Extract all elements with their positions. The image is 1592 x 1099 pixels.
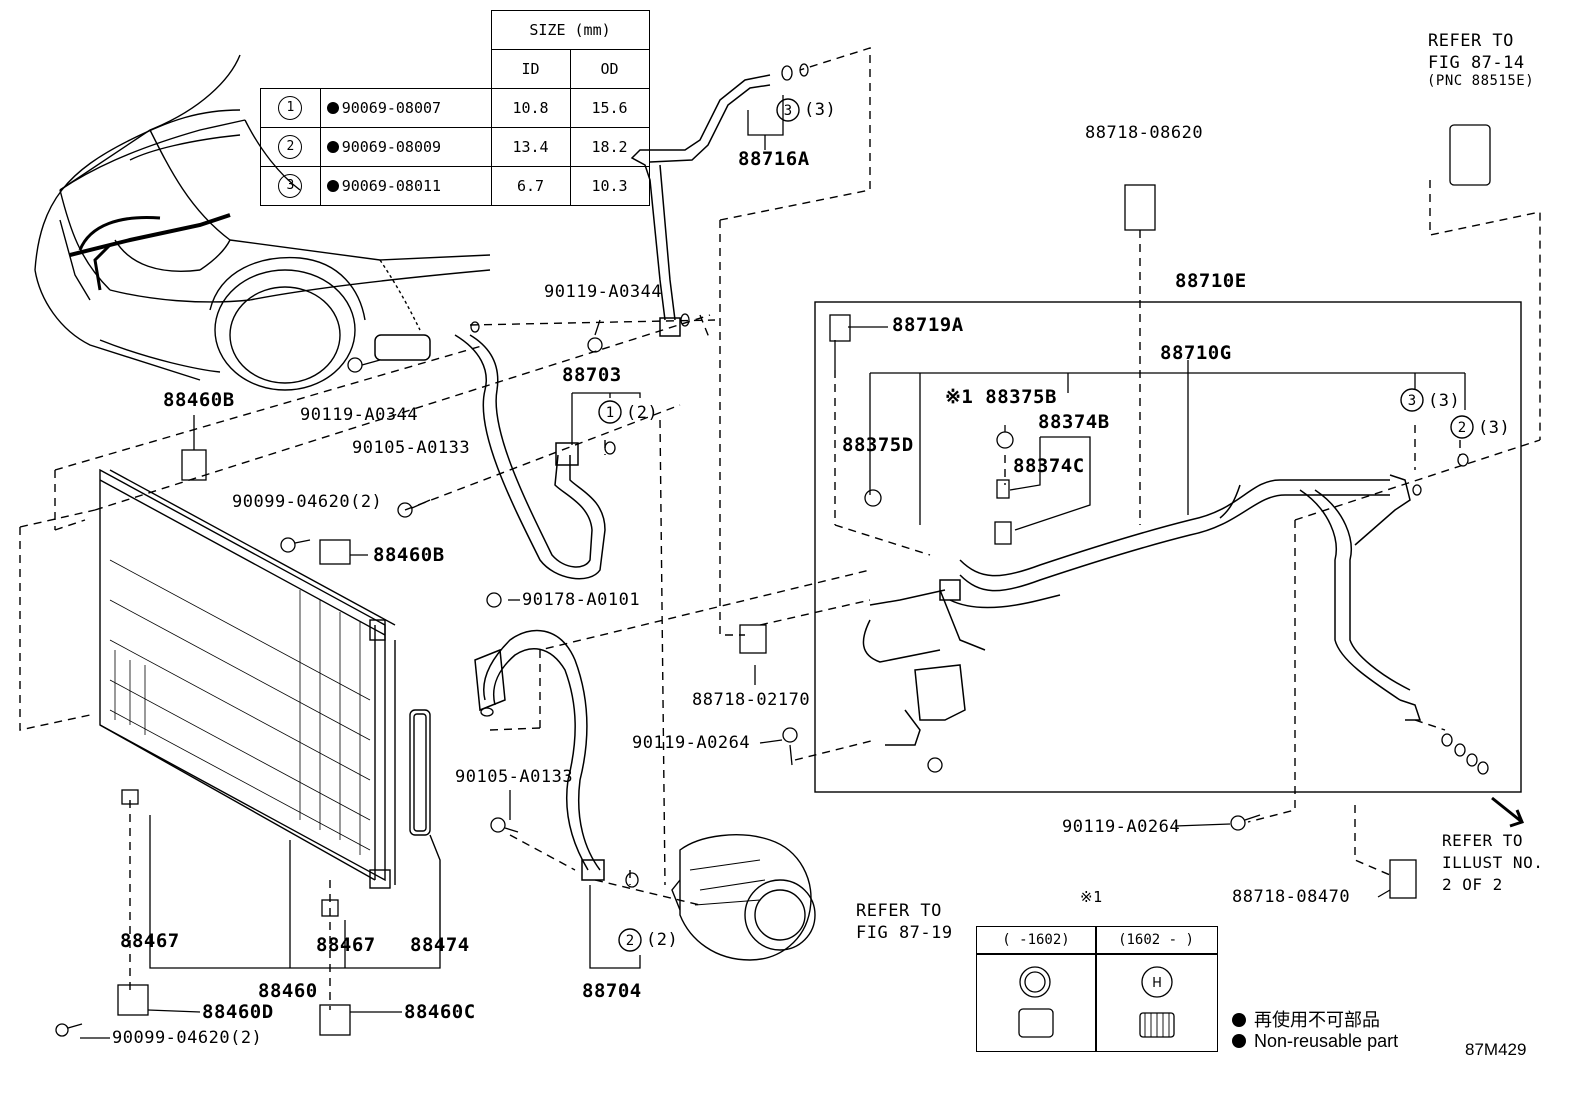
label-88474[interactable]: 88474 [410,934,470,956]
label-88710G[interactable]: 88710G [1160,342,1232,364]
label-refer-fig-87-19[interactable]: REFER TO FIG 87-19 [856,901,953,943]
svg-text:1: 1 [606,405,614,421]
label-88719A[interactable]: 88719A [892,314,964,336]
svg-text:3: 3 [1408,393,1416,409]
legend-jp-text: 再使用不可部品 [1254,1010,1380,1030]
label-88703[interactable]: 88703 [562,364,622,386]
label-88467-right[interactable]: 88467 [316,934,376,956]
gasket-size-table: SIZE (mm) ID OD 1 90069-08007 10.8 15.6 … [260,10,650,206]
label-88718-08620[interactable]: 88718-08620 [1085,123,1204,143]
label-90105-A0133-bottom[interactable]: 90105-A0133 [455,767,574,787]
col-od-header: OD [569,49,650,89]
label-88460[interactable]: 88460 [258,980,318,1002]
size-row: 3 90069-08011 6.7 10.3 [260,166,650,206]
non-reusable-dot-icon [326,141,339,153]
inner-diameter: 10.8 [490,88,571,128]
label-88460B-mid[interactable]: 88460B [373,544,445,566]
label-88716A[interactable]: 88716A [738,148,810,170]
inner-diameter: 6.7 [490,166,571,206]
note-mark: ※1 [1080,888,1103,906]
inner-diameter: 13.4 [490,127,571,167]
row-number: 1 [278,96,303,120]
assembly-box-88710E [814,301,1522,793]
label-refer-illust-2[interactable]: REFER TO ILLUST NO. 2 OF 2 [1442,831,1544,894]
label-88375D[interactable]: 88375D [842,434,914,456]
fittings [55,63,1491,1037]
label-88704[interactable]: 88704 [582,980,642,1002]
compressor [671,834,816,961]
non-reusable-dot-icon [1232,1034,1246,1048]
label-ring2-qty: (2) [646,930,679,950]
vehicle-outline [34,54,491,391]
date-variant-box: ( -1602) (1602 - ) H [976,926,1218,1052]
label-90099-04620-bottom[interactable]: 90099-04620(2) [112,1028,263,1048]
variant-left-header: ( -1602) [1002,932,1070,948]
label-88718-02170[interactable]: 88718-02170 [692,690,811,710]
label-90105-A0133-top[interactable]: 90105-A0133 [352,438,471,458]
solid-leaders [80,95,1466,1039]
svg-text:3: 3 [784,103,792,119]
pipe-88703 [374,334,606,580]
cap-body-old-icon [1018,1008,1054,1038]
label-ring1-qty: (2) [626,403,659,423]
label-88374B[interactable]: 88374B [1038,411,1110,433]
arrow-to-illust [1491,796,1525,828]
size-row: 2 90069-08009 13.4 18.2 [260,127,650,167]
non-reusable-dot-icon [326,102,339,114]
svg-text:2: 2 [1458,420,1466,436]
label-88375B[interactable]: ※1 88375B [945,386,1057,408]
non-reusable-dot-icon [326,180,339,192]
variant-right-header: (1602 - ) [1118,932,1194,948]
figure-code: 87M429 [1465,1040,1527,1059]
condenser [99,468,396,889]
col-id-header: ID [490,49,571,89]
label-88460D[interactable]: 88460D [202,1001,274,1023]
part-number: 90069-08011 [341,177,442,195]
svg-text:H: H [1152,976,1162,991]
label-90119-A0264-mid[interactable]: 90119-A0264 [632,733,751,753]
label-90099-04620-top[interactable]: 90099-04620(2) [232,492,383,512]
label-ring3-right-qty: (3) [1428,391,1461,411]
size-row: 1 90069-08007 10.8 15.6 [260,88,650,128]
variant-parts-icons: H [1018,966,1175,1038]
pipe-88710G [862,474,1422,746]
non-reusable-dot-icon [1232,1013,1246,1027]
label-90119-A0344-top[interactable]: 90119-A0344 [544,282,663,302]
legend-en: Non-reusable part [1232,1031,1398,1052]
label-88710E[interactable]: 88710E [1175,270,1247,292]
label-ring3-qty: (3) [804,100,837,120]
circle-callouts [598,98,1474,952]
valve-cap-new-icon [1141,966,1173,998]
side-seal-88474 [409,709,441,945]
label-ring2-right-qty: (3) [1478,418,1511,438]
label-88467-left[interactable]: 88467 [120,930,180,952]
svg-text:2: 2 [626,933,634,949]
legend-jp: 再使用不可部品 [1232,1006,1380,1032]
outer-diameter: 18.2 [569,127,650,167]
pipe-88704 [474,629,605,881]
label-88718-08470[interactable]: 88718-08470 [1232,887,1351,907]
label-90119-A0264-right[interactable]: 90119-A0264 [1062,817,1181,837]
row-number: 2 [278,135,303,159]
label-pnc-88515E: (PNC 88515E) [1427,73,1535,89]
outer-diameter: 15.6 [569,88,650,128]
label-90119-A0344-left[interactable]: 90119-A0344 [300,405,419,425]
outer-diameter: 10.3 [569,166,650,206]
dashed-leaders [19,47,1541,1010]
part-number: 90069-08007 [341,99,442,117]
label-88460B-top[interactable]: 88460B [163,389,235,411]
valve-cap-old-icon [1019,966,1051,998]
label-88460C[interactable]: 88460C [404,1001,476,1023]
row-number: 3 [278,174,303,198]
legend-en-text: Non-reusable part [1254,1031,1399,1051]
label-refer-fig-87-14[interactable]: REFER TO FIG 87-14 [1428,31,1525,73]
label-90178-A0101[interactable]: 90178-A0101 [522,590,641,610]
size-header: SIZE (mm) [490,10,650,50]
part-number: 90069-08009 [341,138,442,156]
label-88374C[interactable]: 88374C [1013,455,1085,477]
